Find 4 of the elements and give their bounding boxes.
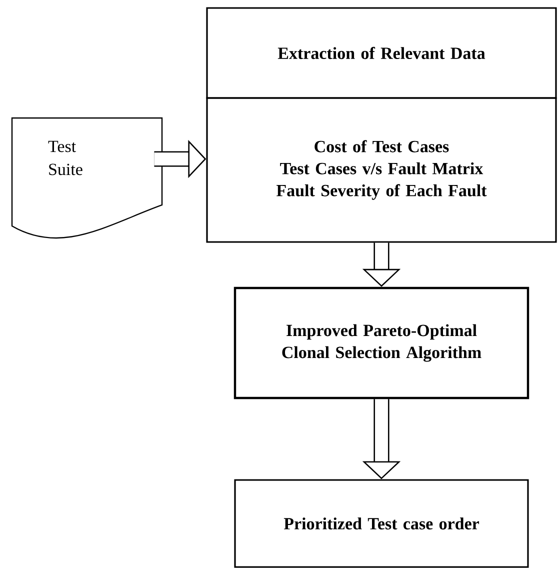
process-box: Improved Pareto-Optimal Clonal Selection Algorithm <box>234 286 530 400</box>
process-box: Prioritized Test case order <box>234 479 529 568</box>
process-box: Cost of Test Cases Test Cases v/s Fault Matrix Fault Severity of Each Fault <box>206 97 557 243</box>
process-box: Extraction of Relevant Data <box>206 7 557 99</box>
